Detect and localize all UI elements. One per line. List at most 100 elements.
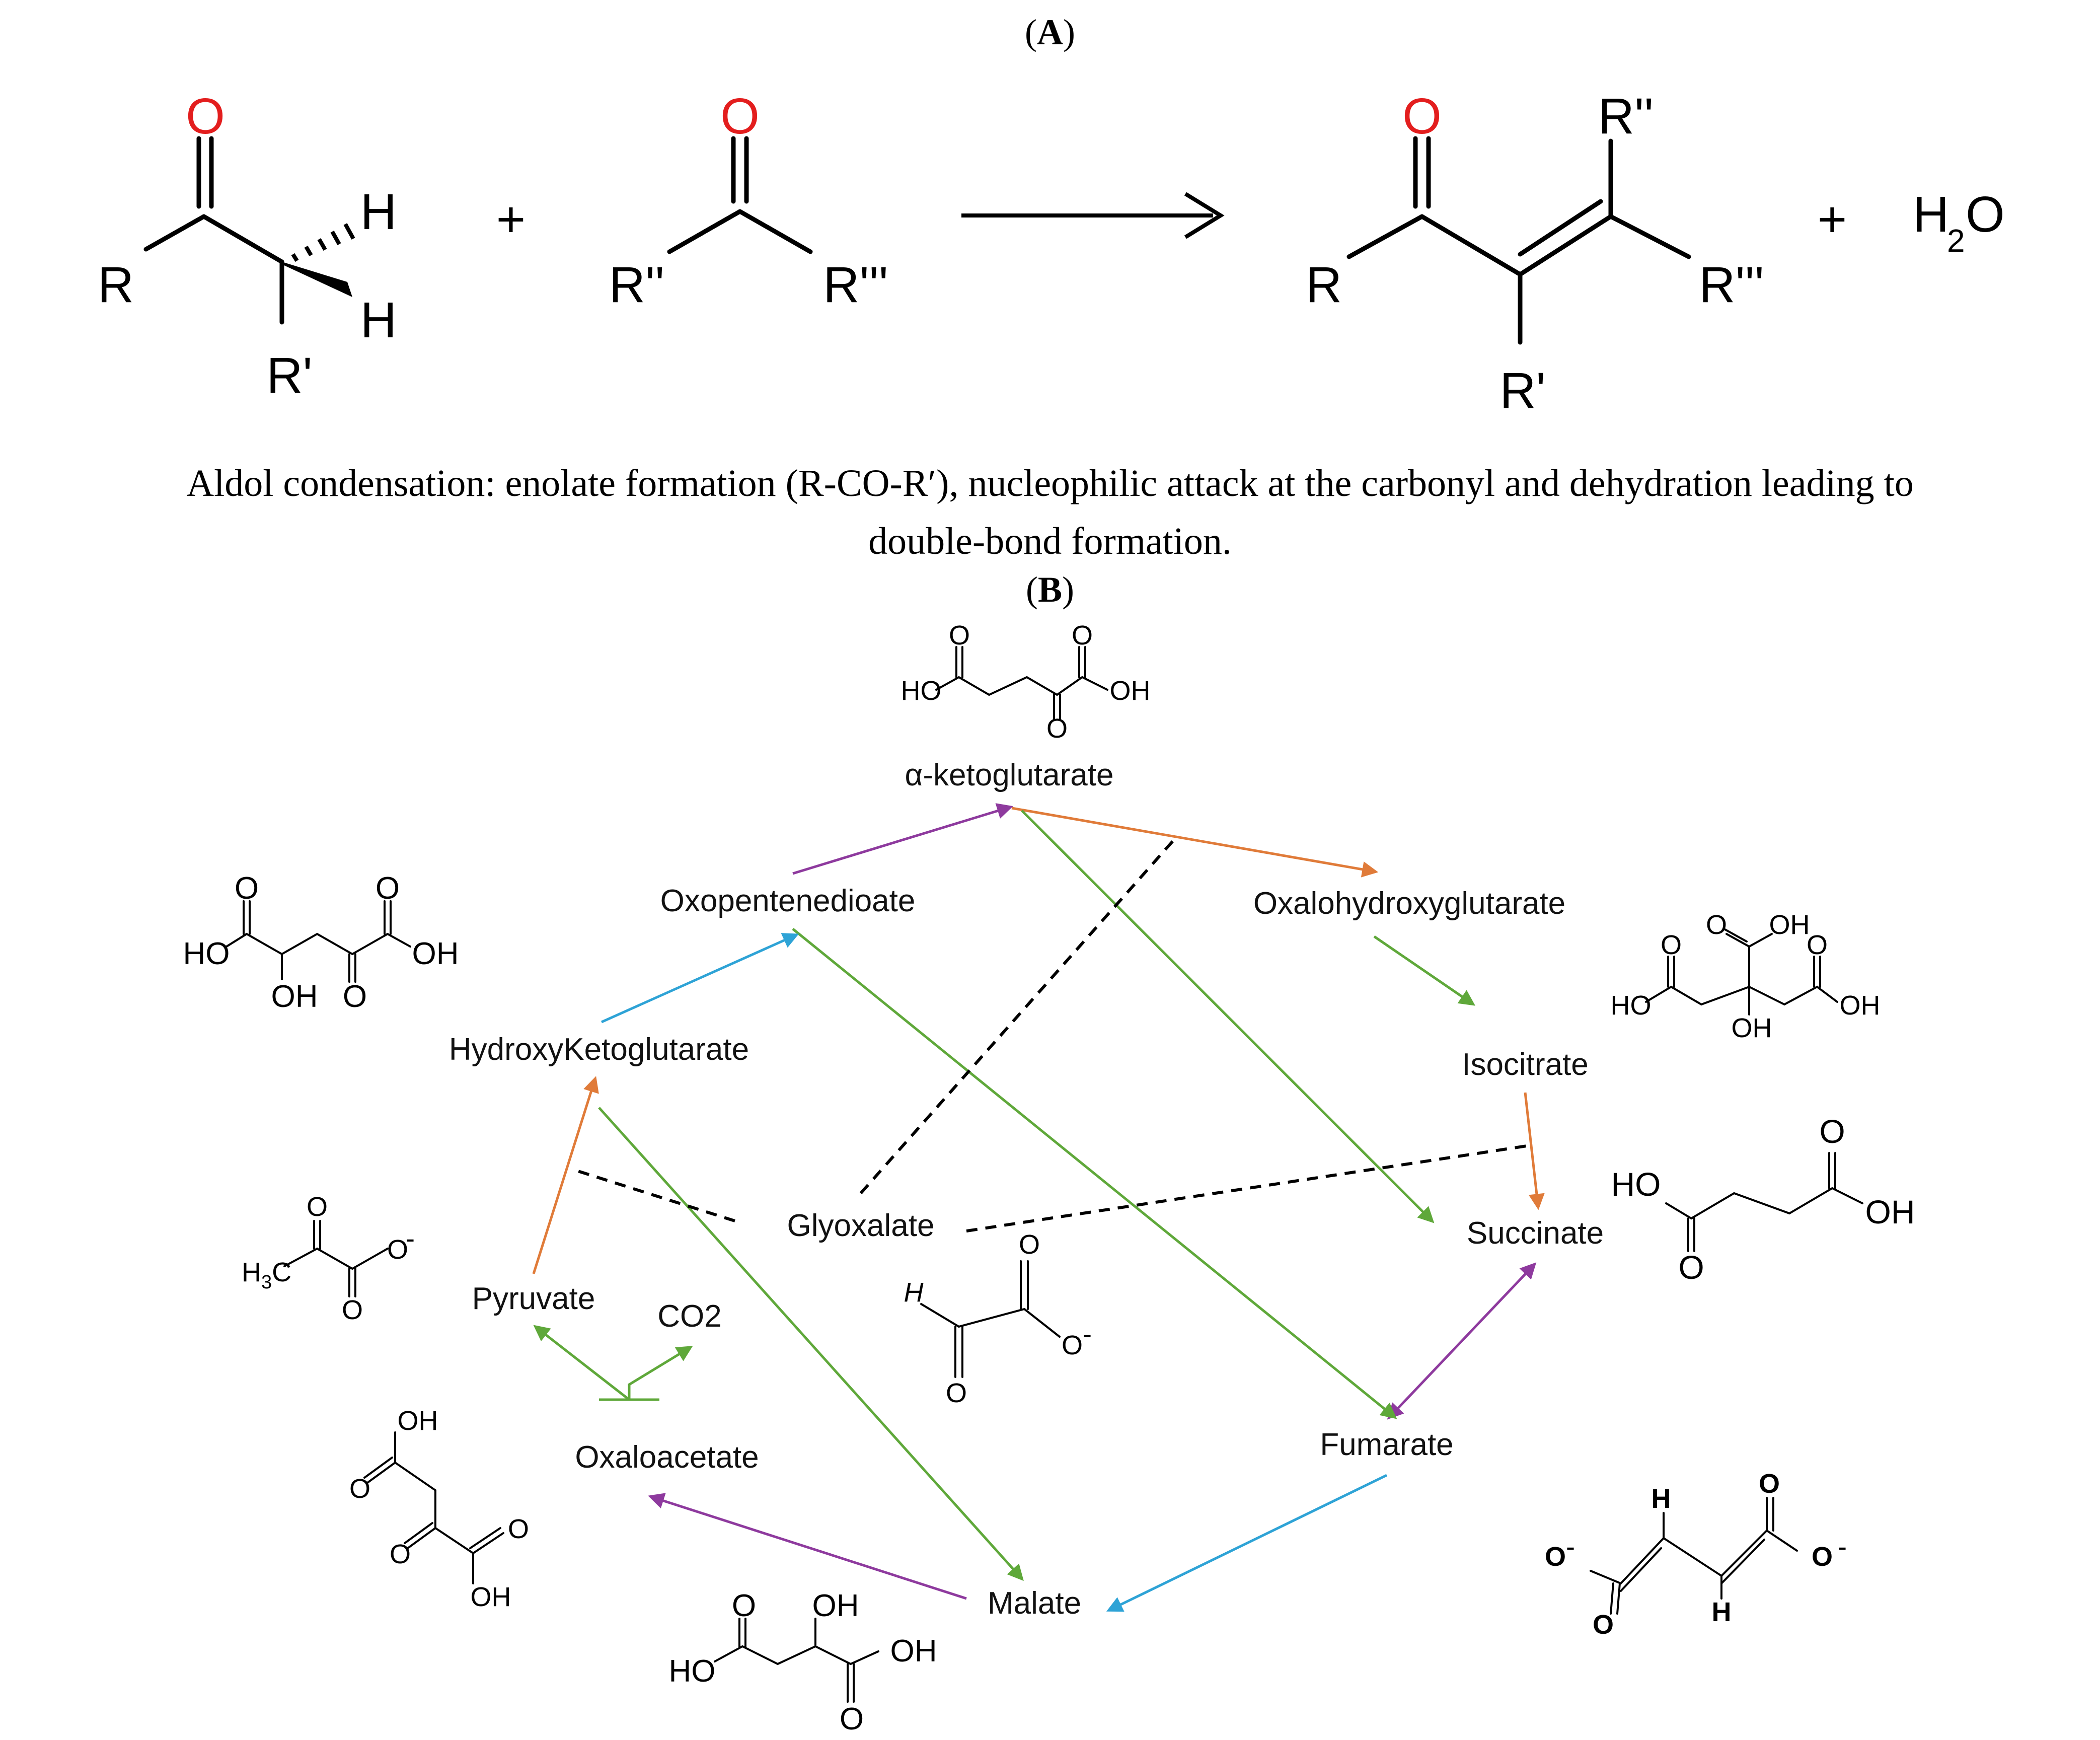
edge-oxopentenedioate-to-aketoglutarate (792, 803, 1013, 875)
structure-fumarate: O - H H O O O - (1545, 1469, 1847, 1640)
atom-h: H (360, 184, 397, 240)
svg-text:OH: OH (812, 1588, 859, 1623)
svg-text:-: - (1566, 1532, 1575, 1562)
svg-text:O: O (307, 1192, 328, 1222)
panel-b-label: (B) (1026, 569, 1074, 610)
node-glyoxalate: Glyoxalate (787, 1208, 935, 1243)
svg-text:O: O (1062, 1330, 1083, 1360)
svg-text:-: - (1083, 1319, 1092, 1349)
panel-a-label: (A) (1025, 12, 1075, 52)
svg-text:OH: OH (1840, 990, 1881, 1021)
node-isocitrate: Isocitrate (1462, 1047, 1589, 1082)
svg-text:O: O (1661, 930, 1682, 960)
edge-fumarate-to-malate (1106, 1474, 1388, 1612)
svg-text:O: O (1807, 930, 1828, 960)
structure-succinate: HO O OH O (1611, 1113, 1915, 1286)
svg-text:O: O (376, 871, 400, 906)
node-oxaloacetate: Oxaloacetate (575, 1440, 759, 1475)
water-formula: H 2 O (1913, 186, 2005, 259)
edge-pyruvate-to-hydroxyketoglutarate (532, 1076, 599, 1274)
structure-glyoxalate: H O O O - (904, 1229, 1092, 1408)
svg-text:HO: HO (1611, 990, 1652, 1021)
atom-r: R (1306, 257, 1342, 313)
atom-h: H (360, 292, 397, 348)
svg-text:O: O (343, 979, 367, 1014)
structure-aketoglutarate: HO O O O OH (901, 620, 1151, 744)
svg-text:OH: OH (1865, 1193, 1915, 1230)
structure-malate: HO O OH OH O (669, 1588, 937, 1736)
node-malate: Malate (988, 1586, 1081, 1621)
svg-text:H: H (1913, 186, 1949, 243)
structure-isocitrate: HO O O OH O OH OH (1611, 910, 1881, 1043)
svg-text:-: - (1838, 1532, 1847, 1562)
edge-malate-to-oxaloacetate (648, 1493, 967, 1600)
svg-text:H: H (1652, 1484, 1671, 1514)
svg-text:O: O (1966, 186, 2005, 243)
svg-text:OH: OH (412, 936, 459, 971)
plus-sign: + (496, 191, 526, 248)
methyl-label: H3C (242, 1257, 291, 1293)
svg-text:OH: OH (398, 1406, 438, 1436)
reactant-carbonyl-structure: O R'' R''' (609, 88, 888, 313)
atom-o-red: O (720, 88, 760, 144)
node-succinate: Succinate (1467, 1216, 1604, 1251)
svg-text:OH: OH (1769, 910, 1810, 940)
svg-text:HO: HO (1611, 1166, 1661, 1203)
atom-r-double-prime: R'' (1598, 88, 1654, 144)
svg-text:O: O (949, 620, 970, 650)
svg-text:O: O (387, 1235, 408, 1265)
svg-text:HO: HO (901, 676, 942, 706)
edge-isocitrate-to-succinate (1524, 1092, 1545, 1210)
svg-text:O: O (1819, 1113, 1845, 1150)
node-oxopentenedioate: Oxopentenedioate (660, 884, 916, 918)
structure-hydroxyketoglutarate: HO O O OH OH O (183, 871, 459, 1014)
svg-text:O: O (1759, 1469, 1780, 1499)
svg-text:O: O (390, 1539, 411, 1569)
edge-succinate-fumarate-reversible (1387, 1262, 1537, 1420)
pathway-nodes: α-ketoglutarate Oxopentenedioate Oxalohy… (449, 758, 1604, 1621)
svg-text:O: O (1046, 713, 1068, 744)
structure-pyruvate: H3C O O O - (242, 1192, 415, 1325)
plus-sign: + (1818, 191, 1847, 248)
node-aketoglutarate: α-ketoglutarate (905, 758, 1114, 792)
svg-text:O: O (508, 1514, 529, 1544)
svg-text:HO: HO (183, 936, 230, 971)
edge-hydroxyketoglutarate-to-oxopentenedioate (601, 933, 799, 1024)
atom-r: R (98, 257, 134, 313)
svg-text:O: O (342, 1295, 363, 1325)
edge-hydroxyketoglutarate-to-malate (598, 1107, 1024, 1581)
pathway-edges (532, 803, 1545, 1612)
svg-text:O: O (732, 1588, 756, 1623)
reaction-arrow (961, 192, 1225, 239)
edge-oxaloacetate-to-co2 (628, 1346, 693, 1400)
reactant-ketone-structure: O R H H R' (98, 88, 397, 404)
svg-text:OH: OH (1732, 1013, 1772, 1043)
node-oxalohydroxyglutarate: Oxalohydroxyglutarate (1253, 886, 1565, 921)
node-fumarate: Fumarate (1320, 1427, 1453, 1462)
edge-aketoglutarate-to-succinate (1021, 810, 1435, 1223)
node-co2: CO2 (657, 1299, 721, 1334)
panel-a: (A) O R H H R' + (98, 12, 2005, 562)
caption-line-2: double-bond formation. (868, 520, 1232, 562)
svg-text:OH: OH (471, 1582, 511, 1612)
atom-o-red: O (186, 88, 225, 144)
dashed-glyoxalate-to-aketoglutarate-arrow (859, 837, 1177, 1194)
node-hydroxyketoglutarate: HydroxyKetoglutarate (449, 1032, 749, 1067)
svg-text:OH: OH (890, 1634, 937, 1669)
edge-oxaloacetate-to-pyruvate (533, 1325, 630, 1401)
caption-line-1: Aldol condensation: enolate formation (R… (186, 462, 1913, 504)
atom-r-triple-prime: R''' (823, 257, 888, 313)
svg-text:O: O (1812, 1542, 1833, 1572)
svg-text:O: O (946, 1378, 967, 1408)
svg-text:H: H (1712, 1597, 1732, 1627)
svg-text:HO: HO (669, 1654, 716, 1689)
svg-text:O: O (1706, 910, 1727, 940)
structure-oxaloacetate: OH O O O OH (349, 1406, 529, 1612)
edge-aketoglutarate-to-oxalohydroxyglutarate (1011, 807, 1379, 878)
svg-text:O: O (1678, 1249, 1704, 1286)
edge-oxalohydroxyglutarate-to-isocitrate (1373, 935, 1475, 1006)
svg-text:-: - (406, 1223, 415, 1254)
svg-text:O: O (840, 1702, 864, 1736)
svg-text:H: H (904, 1277, 924, 1308)
